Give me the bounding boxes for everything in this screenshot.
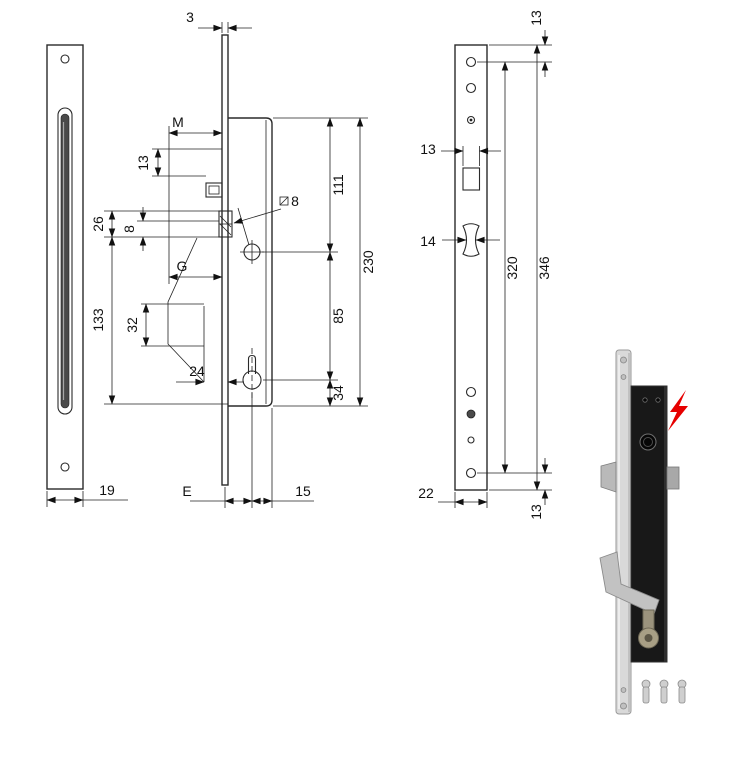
lightning-icon <box>668 390 688 431</box>
dim-label-133: 133 <box>90 308 106 332</box>
lock-case-outline <box>228 117 273 407</box>
ce-mark-inner <box>643 437 653 447</box>
dim-label-19: 19 <box>99 482 115 498</box>
fixing-hole <box>466 115 476 125</box>
strike-plate-outline <box>46 44 84 490</box>
dim-label-320: 320 <box>504 256 520 280</box>
dim-label-230: 230 <box>360 250 376 274</box>
filled-hole <box>466 409 476 419</box>
dim-label-g: G <box>177 258 188 274</box>
dim-label-85: 85 <box>330 308 346 324</box>
ce-mark-icon <box>639 433 657 451</box>
forend-strip <box>221 34 229 486</box>
dim-label-26: 26 <box>90 216 106 232</box>
dim-label-34: 34 <box>330 385 346 401</box>
dim-label-13: 13 <box>135 155 151 171</box>
lock-side-view: 3 M G 13 26 8 133 32 24 <box>90 9 376 508</box>
screw-hole-bottom <box>60 462 70 472</box>
dim-label-14: 14 <box>420 233 436 249</box>
body-hole <box>642 397 648 403</box>
euro-cylinder-stem <box>247 354 257 374</box>
screw-hole <box>465 467 477 479</box>
spindle-hub-outer <box>205 182 223 198</box>
dim-label-24: 24 <box>189 363 205 379</box>
latch-cutout <box>462 167 481 191</box>
dim-label-top13: 13 <box>528 10 544 26</box>
product-screw <box>620 702 627 710</box>
dim-label-m: M <box>172 114 184 130</box>
cylinder-option-icon <box>677 679 687 704</box>
dim-label-e: E <box>182 483 191 499</box>
waisted-cutout <box>462 223 480 257</box>
fixing-hole-center <box>469 118 473 122</box>
screw-hole-top <box>60 54 70 64</box>
dim-label-cut13: 13 <box>420 141 436 157</box>
latch-bolt-rear <box>666 466 680 490</box>
product-photo <box>599 349 688 715</box>
cylinder-keyway <box>644 634 653 642</box>
body-edge-highlight <box>664 386 667 662</box>
hatch-line <box>219 223 232 236</box>
product-screw <box>620 687 627 693</box>
euro-cylinder-stem <box>642 609 655 631</box>
callout-leader <box>233 208 282 224</box>
body-hole <box>655 397 661 403</box>
slot-bar <box>60 113 70 409</box>
hook-bolt <box>599 551 660 615</box>
faceplate-outline <box>454 44 488 491</box>
dim-label-8: 8 <box>121 225 137 233</box>
dim-label-3: 3 <box>186 9 194 25</box>
dim-label-111: 111 <box>330 174 346 195</box>
dim-label-15: 15 <box>295 483 311 499</box>
spindle-size-label: 8 <box>291 193 299 209</box>
linkage-line <box>167 237 205 383</box>
spindle-hub-inner <box>208 185 220 195</box>
faceplate-view: 13 14 320 346 13 13 22 <box>418 10 552 520</box>
latch-bolt <box>600 461 617 493</box>
screw-hole <box>465 82 477 94</box>
dim-label-346: 346 <box>536 256 552 280</box>
lever-line <box>237 207 250 246</box>
product-screw <box>620 374 627 380</box>
dim-label-bot13: 13 <box>528 504 544 520</box>
strike-plate-view: 19 <box>46 44 128 507</box>
small-hole <box>467 436 475 444</box>
dim-label-32: 32 <box>124 317 140 333</box>
screw-hole <box>465 386 477 398</box>
slot-outline <box>57 107 73 415</box>
square-symbol-icon <box>279 196 289 206</box>
cylinder-option-icon <box>641 679 651 704</box>
dim-label-22: 22 <box>418 485 434 501</box>
square-symbol-diagonal <box>279 196 289 206</box>
screw-hole <box>465 56 477 68</box>
hatch-line <box>219 215 232 228</box>
cylinder-option-icon <box>659 679 669 704</box>
product-screw <box>620 356 627 364</box>
